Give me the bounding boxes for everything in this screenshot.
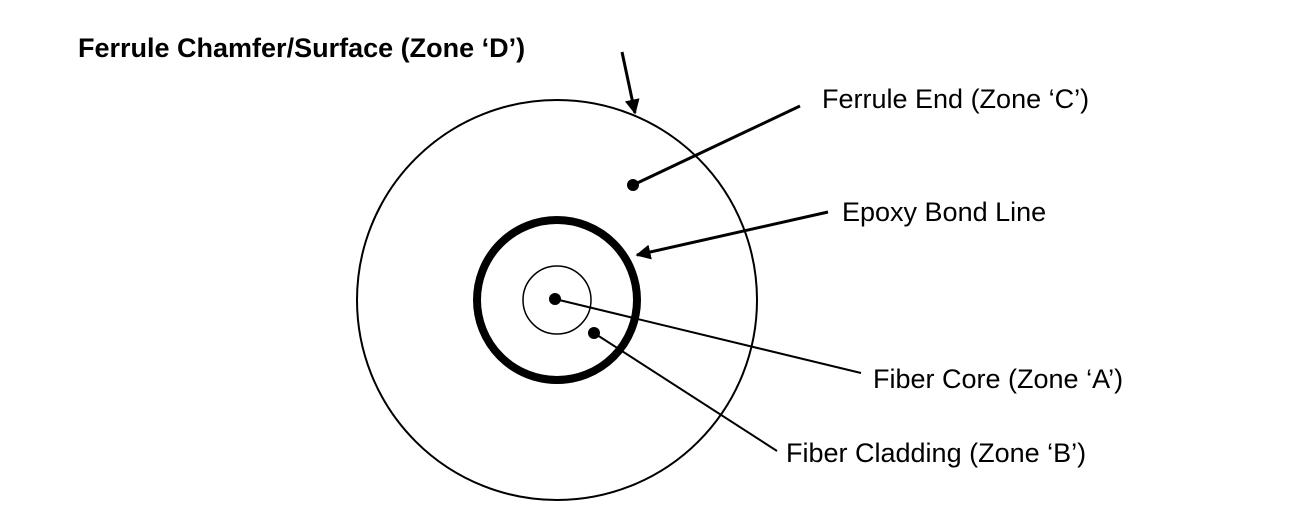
zone-a-leader	[554, 298, 862, 374]
zone-d-arrow	[620, 51, 640, 115]
zone-d-label: Ferrule Chamfer/Surface (Zone ‘D’)	[78, 33, 525, 63]
zone-a-dot	[549, 293, 561, 305]
ferrule-outer-circle	[356, 99, 758, 501]
zone-b-label: Fiber Cladding (Zone ‘B’)	[786, 438, 1086, 468]
zone-a-label: Fiber Core (Zone ‘A’)	[873, 364, 1123, 394]
epoxy-label: Epoxy Bond Line	[842, 197, 1046, 227]
zone-b-dot	[588, 327, 600, 339]
epoxy-bond-ring	[473, 216, 641, 384]
zone-c-leader	[632, 104, 801, 187]
zone-b-leader	[593, 332, 778, 452]
fiber-core-circle	[522, 265, 592, 335]
zone-c-label: Ferrule End (Zone ‘C’)	[822, 84, 1089, 114]
epoxy-arrow	[635, 210, 829, 260]
zone-c-dot	[627, 179, 639, 191]
